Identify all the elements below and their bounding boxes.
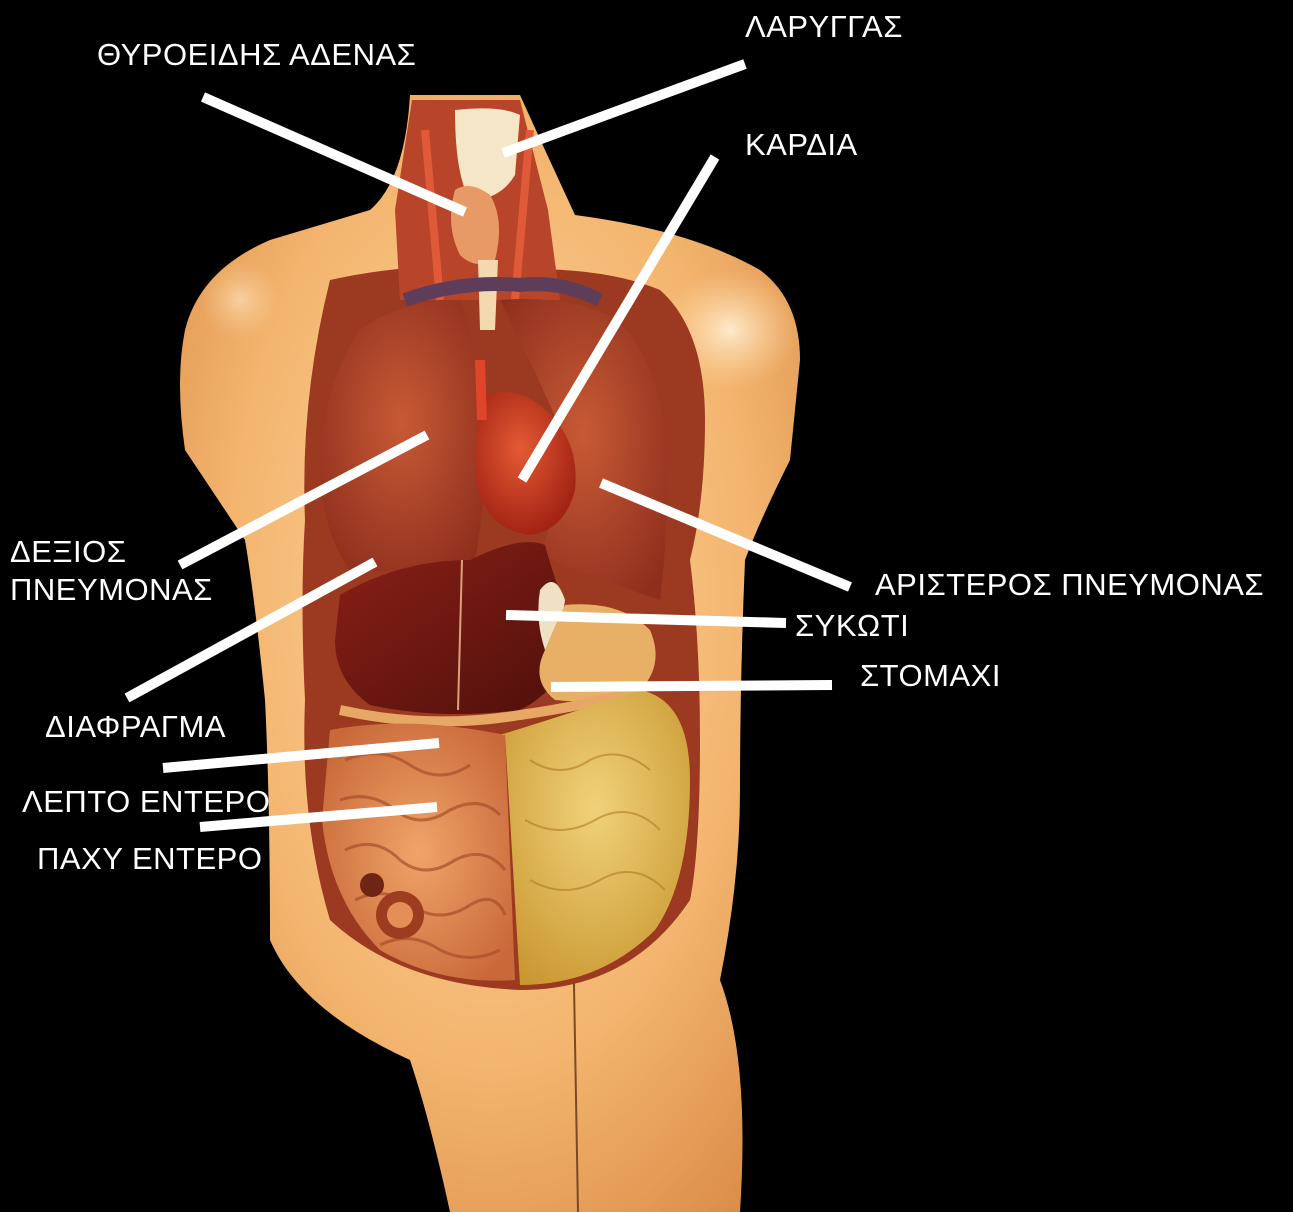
label-small-intestine: ΛΕΠΤΟ ΕΝΤΕΡΟ bbox=[22, 783, 270, 821]
label-thyroid: ΘΥΡΟΕΙΔΗΣ ΑΔΕΝΑΣ bbox=[97, 36, 416, 74]
label-large-intestine: ΠΑΧΥ ΕΝΤΕΡΟ bbox=[37, 840, 262, 878]
label-liver: ΣΥΚΩΤΙ bbox=[795, 607, 909, 645]
trachea-shape bbox=[478, 260, 498, 330]
label-right-lung: ΔΕΞΙΟΣ ΠΝΕΥΜΟΝΑΣ bbox=[10, 533, 213, 609]
label-right-lung-line1: ΔΕΞΙΟΣ bbox=[10, 533, 213, 571]
label-diaphragm: ΔΙΑΦΡΑΓΜΑ bbox=[45, 708, 226, 746]
label-heart: ΚΑΡΔΙΑ bbox=[745, 126, 858, 164]
label-left-lung: ΑΡΙΣΤΕΡΟΣ ΠΝΕΥΜΟΝΑΣ bbox=[875, 566, 1264, 604]
label-larynx: ΛΑΡΥΓΓΑΣ bbox=[745, 8, 903, 46]
stomach-leader-line bbox=[551, 685, 832, 687]
label-right-lung-line2: ΠΝΕΥΜΟΝΑΣ bbox=[10, 571, 213, 609]
larynx-leader-line bbox=[503, 64, 745, 153]
label-stomach: ΣΤΟΜΑΧΙ bbox=[860, 657, 1001, 695]
